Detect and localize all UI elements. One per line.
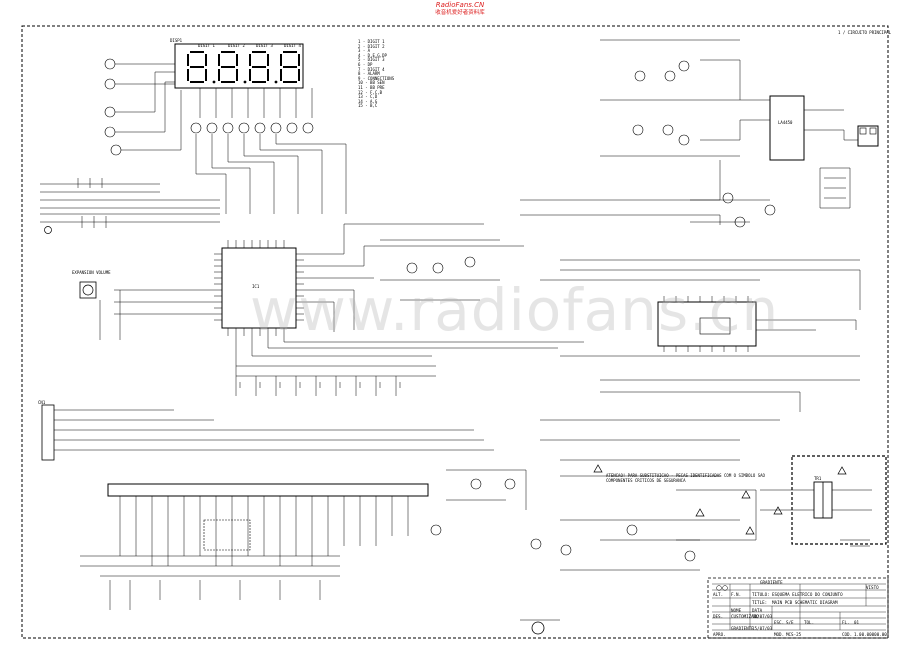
mcu-pins [214,240,304,336]
escala-value: S/E [786,620,794,625]
label-apro: APRO. [713,632,726,637]
label-titulo: TITULO: [752,592,770,597]
audio-processor-ic [657,301,757,347]
title-block-grid [712,583,886,631]
title-value: MAIN PCB SCHEMATIC DIAGRAM [772,600,838,605]
display-label: DISP1 [170,38,183,43]
left-connector [41,404,55,461]
board-boundary [21,25,889,639]
title-block-frame [707,577,889,639]
legend-item: 2 - DIGIT 2 [358,43,385,49]
legend-item: 8 - ALARM [358,71,380,77]
label-visto: VISTO [866,585,879,590]
titulo-value: ESQUEMA ELETRICO DO CONJUNTO [772,592,843,597]
label-fn: F.N. [731,592,742,597]
motor [531,621,545,635]
legend-item: 3 - A [358,48,371,54]
tuner-pins [80,496,409,610]
amp-ic [769,95,805,161]
legend-item: 4 - D,E,G,DP [358,52,387,58]
label-fl: FL. [842,620,850,625]
legend-item: 13 - C,D [358,94,378,100]
label-cod: COD. [842,632,853,637]
name-2: GRADIENTE [731,626,754,631]
tuner-ic [107,483,429,497]
legend-item: 15 - B,C [358,103,378,109]
main-ic [221,247,297,329]
page-note: 1 / CIRCUITO PRINCIPAL [838,30,891,35]
label-des: DES. [713,614,724,619]
legend-item: 11 - BB PRE [358,84,385,90]
warning-icons [593,464,847,535]
legend-item: 10 - BB SEN [358,80,385,86]
mcu-traces [114,223,584,396]
legend-item: 12 - F,C,B [358,89,383,95]
watermark-overlay: www.radiofans.cn [250,276,780,344]
display-digit-1: DIGIT 1 [198,43,215,48]
display-digit-2: DIGIT 2 [228,43,245,48]
label-alt: ALT. [713,592,724,597]
volume-label: EXPANSION VOLUME [72,270,111,275]
seven-segment-display [174,43,304,89]
modelo-value: MCS-25 [786,632,802,637]
antenna-jack [44,226,52,234]
connector-label: CN1 [38,400,46,405]
company-name: GRADIENTE [760,580,783,585]
legend-item: 6 - DP [358,61,373,67]
folha-value: 01 [854,620,860,625]
legend-item: 14 - A,G [358,98,378,104]
display-legend: 1 - DIGIT 1 2 - DIGIT 2 3 - A 4 - D,E,G,… [358,39,395,109]
label-esc: ESC. [774,620,785,625]
display-digit-4: DIGIT 4 [284,43,301,48]
legend-item: 9 - CONNECTIONS [358,75,395,81]
codigo-value: 1.00.00000.00 [854,632,887,637]
label-tol: TOL. [804,620,815,625]
amp-label: LA4450 [778,120,793,125]
label-mod: MOD. [774,632,785,637]
power-supply-boundary [791,455,887,545]
label-data: DATA [752,608,763,613]
warning-note: ATENCAO! PARA SUBSTITUICAO - PECAS IDENT… [606,473,765,483]
label-nome: NOME [731,608,742,613]
display-digit-3: DIGIT 3 [256,43,273,48]
volume-pot [79,281,97,299]
transformer-label: TR1 [814,476,822,481]
legend-item: 7 - DIGIT 4 [358,66,385,72]
passive-rows [77,178,401,388]
watermark-site-sub: 收音机爱好者资料库 [435,10,485,16]
amp-traces [520,39,858,225]
date-1: 10/07/03 [752,614,773,619]
name-1: CUSTOMIZADO [731,614,759,619]
tuner-coil-box [203,519,251,551]
legend-item: 5 - DIGIT 3 [358,57,385,63]
date-2: 15/07/03 [752,626,773,631]
legend-item: 1 - DIGIT 1 [358,39,385,44]
watermark-site: RadioFans.CN [435,1,485,9]
mcu-label: IC1 [252,284,260,289]
label-title: TITLE: [752,600,768,605]
speaker-connector [857,125,879,147]
display-digits [187,51,300,83]
display-bus [40,63,347,223]
amp-transistors [632,60,776,228]
